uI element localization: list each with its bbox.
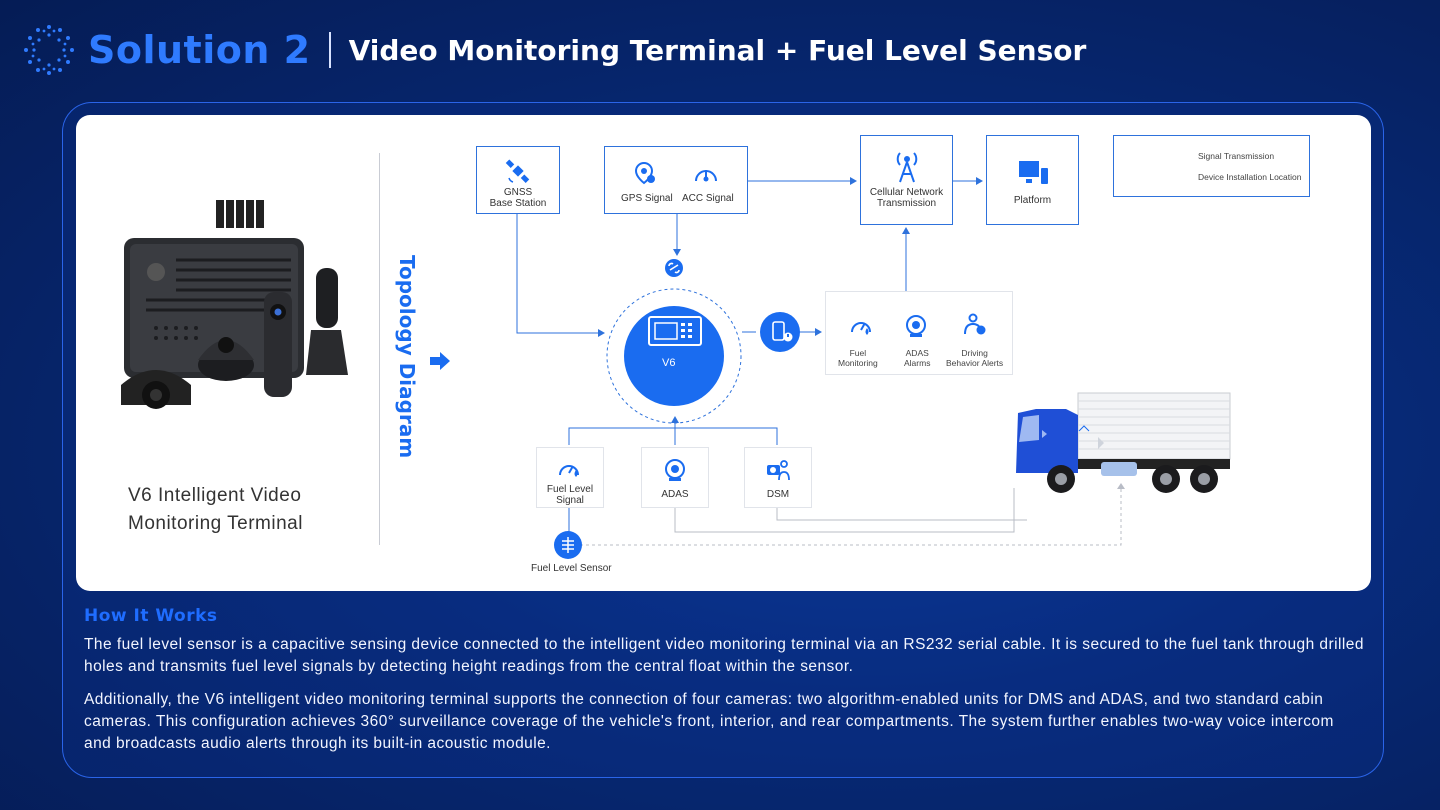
gps-pin-icon [634, 161, 655, 185]
dsm-camera-box: DSM [744, 447, 812, 508]
gnss-base-station-box: GNSS Base Station [476, 146, 560, 214]
legend-box: Signal Transmission Device Installation … [1113, 135, 1310, 197]
driving-behavior-label: Driving Behavior Alerts [946, 348, 1004, 368]
cell-tower-icon [896, 152, 917, 183]
device-name: V6 Intelligent Video Monitoring Terminal [128, 485, 303, 534]
header-divider [328, 32, 331, 68]
fuel-monitoring-label: Fuel Monitoring [838, 348, 878, 368]
topology-card: V6 Intelligent Video Monitoring Terminal… [76, 115, 1371, 591]
divider-line [379, 153, 380, 545]
satellite-icon [505, 159, 530, 183]
page-header: Solution 2 Video Monitoring Terminal + F… [22, 20, 1086, 80]
adas-camera-icon [906, 315, 926, 337]
how-it-works-paragraph-1: The fuel level sensor is a capacitive se… [84, 636, 1364, 675]
legend-signal-transmission: Signal Transmission [1198, 151, 1275, 161]
adas-alarms-label: ADAS Alarms [904, 348, 931, 368]
solution-number: Solution 2 [88, 28, 311, 72]
signal-inputs-box: GPS Signal ACC Signal [604, 146, 748, 214]
fuel-level-signal-box: Fuel Level Signal [536, 447, 604, 508]
arrow-right-icon [430, 352, 450, 370]
fuel-gauge-icon [559, 465, 579, 477]
topology-connections [516, 154, 1231, 559]
adas-camera-icon [665, 459, 685, 481]
page-title: Video Monitoring Terminal + Fuel Level S… [348, 33, 1087, 67]
how-it-works-paragraph-2: Additionally, the V6 intelligent video m… [84, 691, 1334, 752]
cellular-network-box: Cellular Network Transmission [860, 135, 953, 225]
legend-installation-location: Device Installation Location [1198, 172, 1302, 182]
dsm-driver-camera-icon [767, 460, 790, 481]
fuel-gauge-icon [851, 322, 871, 335]
driver-alert-icon [964, 313, 986, 335]
gps-signal-label: GPS Signal [621, 193, 673, 204]
globe-dots-logo-icon [24, 25, 74, 75]
v6-center-label: V6 [662, 357, 676, 369]
platform-box: Platform [986, 135, 1079, 225]
alerts-box: Fuel Monitoring ADAS Alarms Driving Beha… [825, 291, 1013, 375]
gauge-icon [695, 170, 717, 182]
acc-signal-label: ACC Signal [682, 193, 734, 204]
v6-device-image [121, 200, 348, 409]
fuel-level-sensor-label: Fuel Level Sensor [531, 563, 612, 574]
adas-camera-box: ADAS [641, 447, 709, 508]
how-it-works-heading: How It Works [84, 606, 218, 626]
computer-icon [1018, 161, 1048, 184]
